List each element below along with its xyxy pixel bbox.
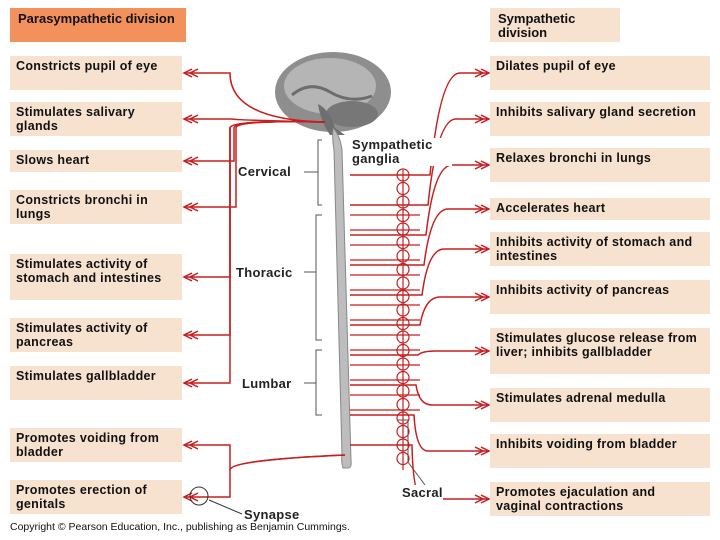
symp-effect-liver: Stimulates glucose release from liver; i… [490, 328, 710, 374]
symp-effect-salivary: Inhibits salivary gland secretion [490, 102, 710, 136]
region-label-sacral: Sacral [402, 485, 443, 500]
para-fiber [184, 454, 346, 498]
para-fiber [184, 120, 326, 278]
para-fiber [184, 120, 326, 384]
sympathetic-header: Sympathetic division [490, 8, 620, 42]
para-effect-gallbladder: Stimulates gallbladder [10, 366, 182, 400]
sympathetic-ganglia-label: Sympathetic ganglia [352, 138, 452, 166]
symp-fiber [350, 414, 489, 452]
region-label-thoracic: Thoracic [236, 265, 293, 280]
symp-fiber [350, 296, 489, 326]
copyright-text: Copyright © Pearson Education, Inc., pub… [10, 521, 350, 533]
para-fiber [184, 444, 346, 471]
para-fiber [184, 72, 326, 123]
symp-effect-stomach: Inhibits activity of stomach and intesti… [490, 232, 710, 266]
para-fiber [184, 120, 326, 336]
symp-fiber [350, 350, 489, 356]
para-effect-heart: Slows heart [10, 150, 182, 172]
symp-effect-heart: Accelerates heart [490, 198, 710, 220]
spinal-cord [332, 126, 352, 469]
brain [275, 52, 391, 135]
para-effect-salivary: Stimulates salivary glands [10, 102, 182, 136]
para-effect-pancreas: Stimulates activity of pancreas [10, 318, 182, 352]
para-effect-stomach: Stimulates activity of stomach and intes… [10, 254, 182, 300]
symp-fiber [350, 72, 489, 176]
symp-fiber [350, 384, 489, 406]
para-fiber [184, 120, 326, 162]
para-effect-bronchi: Constricts bronchi in lungs [10, 190, 182, 224]
symp-fiber [350, 208, 489, 266]
symp-effect-ejaculation: Promotes ejaculation and vaginal contrac… [490, 482, 710, 516]
para-effect-pupil: Constricts pupil of eye [10, 56, 182, 90]
parasympathetic-header: Parasympathetic division [10, 8, 186, 42]
region-label-lumbar: Lumbar [242, 376, 292, 391]
region-label-cervical: Cervical [238, 164, 291, 179]
symp-effect-pupil: Dilates pupil of eye [490, 56, 710, 90]
symp-effect-bladder: Inhibits voiding from bladder [490, 434, 710, 468]
symp-fiber [350, 248, 489, 296]
symp-effect-bronchi: Relaxes bronchi in lungs [490, 148, 710, 182]
para-effect-bladder: Promotes voiding from bladder [10, 428, 182, 462]
sympathetic-ganglia-chain [350, 168, 420, 470]
synapse-pointer [208, 499, 243, 515]
parasympathetic-fibers [182, 68, 346, 502]
sympathetic-fibers [350, 68, 491, 504]
synapse-label: Synapse [244, 507, 300, 522]
region-brackets [304, 139, 426, 486]
para-effect-genitals: Promotes erection of genitals [10, 480, 182, 514]
symp-effect-pancreas: Inhibits activity of pancreas [490, 280, 710, 314]
symp-effect-adrenal: Stimulates adrenal medulla [490, 388, 710, 422]
synapse-marker [189, 486, 209, 506]
